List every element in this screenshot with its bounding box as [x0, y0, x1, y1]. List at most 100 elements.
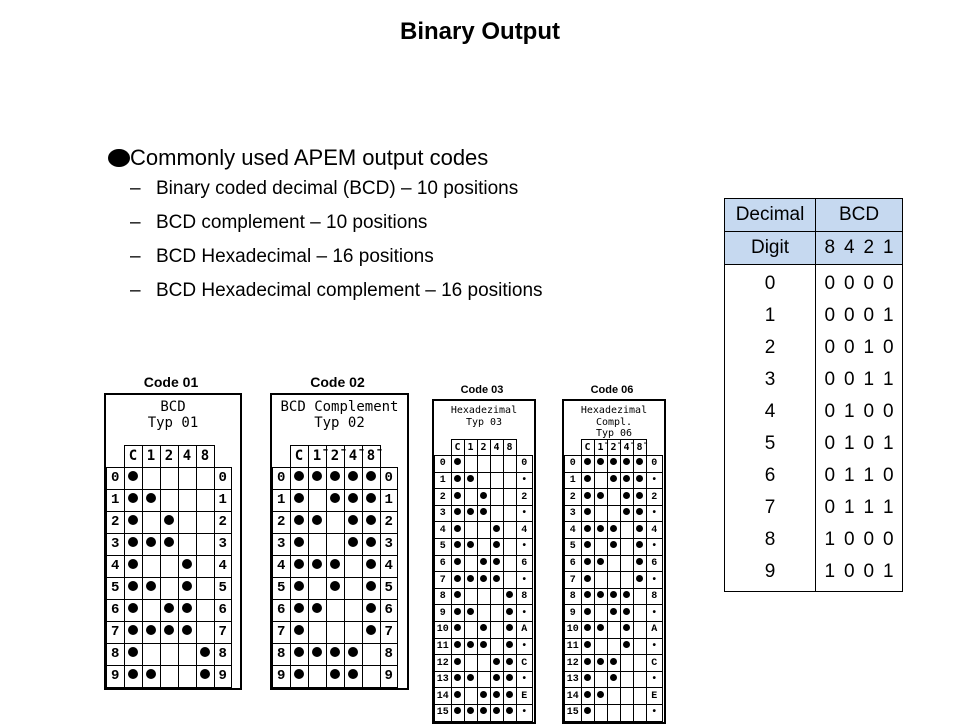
contact-dot [200, 669, 210, 679]
contact-dot [294, 669, 304, 679]
bcd-bit: 0 [863, 433, 875, 454]
contact-cell [343, 620, 363, 644]
contact-dot [312, 559, 322, 569]
contact-dot [454, 640, 461, 648]
contact-cell [159, 576, 179, 600]
contact-cell [502, 488, 517, 506]
code-column-header: C [289, 445, 309, 468]
code-row: 7• [434, 571, 533, 589]
code-column-header: 2 [159, 445, 179, 468]
position-number: 4 [434, 521, 452, 540]
contact-cell [463, 687, 478, 705]
contact-cell [593, 471, 608, 490]
position-number: 8 [564, 587, 582, 606]
contact-cell [343, 510, 363, 534]
code-chart-caption: Hexadezimal [450, 405, 518, 416]
contact-cell [476, 670, 491, 689]
bcd-bit: 0 [824, 305, 836, 326]
output-value: 0 [379, 466, 398, 490]
contact-cell [489, 504, 504, 523]
contact-dot [348, 515, 358, 525]
contact-cell [177, 576, 197, 600]
contact-dot [623, 458, 630, 466]
contact-dot [636, 574, 643, 582]
contact-cell [325, 576, 345, 600]
code-row: 9• [564, 604, 663, 623]
contact-dot [584, 690, 591, 698]
contact-dot [584, 657, 591, 665]
bcd-bit: 1 [843, 465, 855, 486]
output-value: 9 [213, 664, 232, 688]
output-value: 1 [379, 488, 398, 512]
code-row: 13• [564, 670, 663, 689]
contact-dot [610, 458, 617, 466]
contact-cell [593, 455, 608, 473]
output-value: 8 [213, 642, 232, 666]
contact-dot [610, 541, 617, 549]
contact-cell [476, 521, 491, 540]
contact-cell [141, 576, 161, 600]
contact-cell [289, 510, 309, 534]
contact-cell [593, 604, 608, 623]
contact-dot [146, 581, 156, 591]
contact-cell [502, 604, 517, 623]
bcd-bit: 1 [863, 337, 875, 358]
contact-dot [454, 508, 461, 516]
contact-cell [123, 488, 143, 512]
position-number: 3 [564, 504, 582, 523]
code-column-header: 8̄ [361, 445, 381, 468]
contact-dot [164, 625, 174, 635]
output-value: • [515, 571, 533, 589]
contact-cell [580, 571, 595, 589]
contact-cell [177, 488, 197, 512]
contact-cell [502, 504, 517, 523]
contact-cell [632, 621, 647, 639]
contact-cell [307, 532, 327, 556]
bcd-bit: 0 [843, 337, 855, 358]
position-number: 13 [564, 670, 582, 689]
output-value: • [645, 538, 663, 556]
contact-cell [141, 664, 161, 688]
contact-dot [454, 524, 461, 532]
contact-dot [493, 707, 500, 715]
output-value: • [645, 571, 663, 589]
contact-dot [623, 591, 630, 599]
code-chart-caption: Typ 03 [465, 416, 503, 428]
contact-cell [580, 687, 595, 705]
contact-dot [636, 458, 643, 466]
output-value: • [645, 704, 663, 722]
bcd-bit: 1 [863, 369, 875, 390]
bcd-bit: 0 [863, 529, 875, 550]
contact-cell [632, 455, 647, 473]
contact-cell [632, 521, 647, 540]
contact-dot [480, 491, 487, 499]
contact-dot [506, 640, 513, 648]
contact-cell [580, 654, 595, 672]
bcd-bit: 1 [843, 497, 855, 518]
contact-cell [177, 554, 197, 578]
contact-cell [141, 620, 161, 644]
contact-dot [467, 474, 474, 482]
contact-cell [593, 621, 608, 639]
contact-cell [632, 488, 647, 506]
contact-dot [294, 559, 304, 569]
contact-cell [450, 471, 465, 490]
contact-cell [307, 620, 327, 644]
output-value: • [645, 471, 663, 490]
contact-dot [623, 607, 630, 615]
output-value: • [515, 637, 533, 656]
contact-dot [128, 471, 138, 481]
contact-cell [476, 621, 491, 639]
contact-dot [294, 493, 304, 503]
